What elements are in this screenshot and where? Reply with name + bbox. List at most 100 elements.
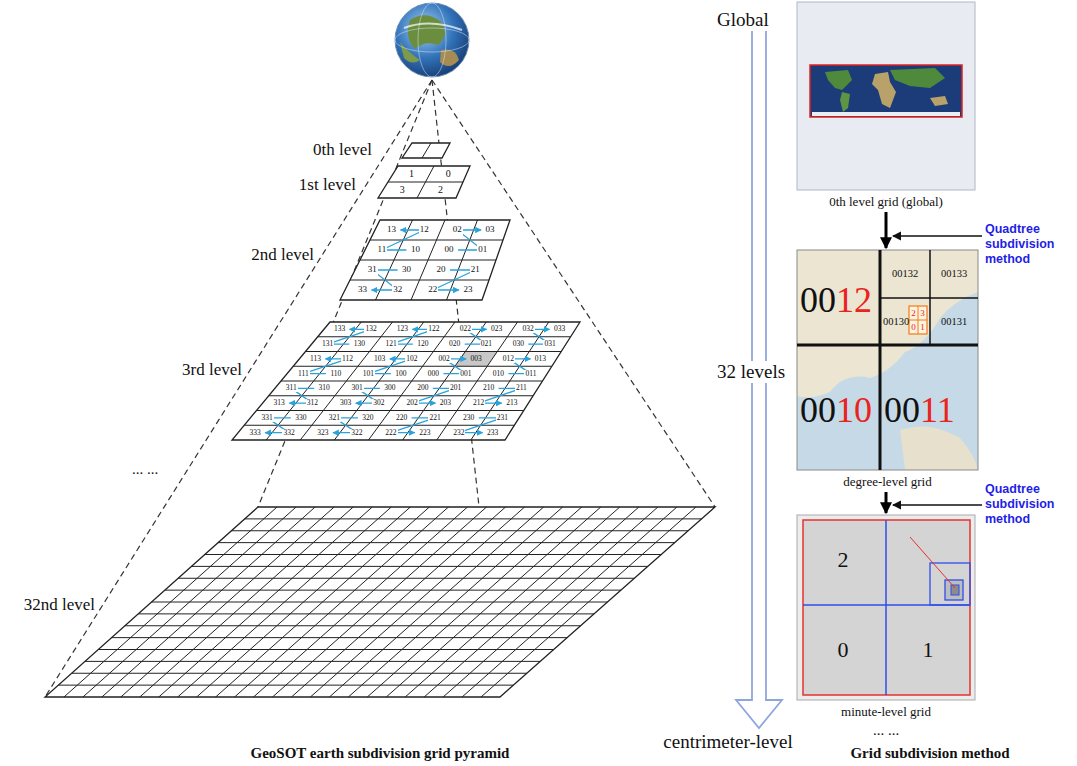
grid-code: 300	[383, 384, 396, 392]
grid-code: 33	[357, 285, 368, 294]
flow-arrow	[885, 492, 888, 513]
grid-code: 100	[394, 370, 407, 378]
grid-code: 20	[435, 265, 446, 274]
grid-code: 013	[534, 355, 547, 363]
globe-cloud	[404, 23, 462, 30]
grid-line	[388, 182, 463, 183]
grid-code: 032	[522, 325, 535, 333]
panel-border	[797, 250, 978, 470]
figure-caption: Grid subdivision method	[850, 745, 1009, 762]
grid-outline	[340, 220, 510, 300]
panel-ground	[797, 515, 975, 700]
grid-code: 333	[248, 429, 261, 437]
grid-line	[112, 637, 568, 638]
grid-code: 0	[911, 323, 916, 332]
land	[900, 426, 978, 470]
grid-code: 012	[502, 355, 515, 363]
grid-code: 010	[492, 370, 505, 378]
grid-code: 332	[282, 429, 295, 437]
grid-code: 133	[333, 325, 346, 333]
grid-line	[125, 625, 581, 626]
grid-code: 00131	[941, 316, 967, 328]
grid-code: 121	[384, 340, 397, 348]
grid-code: 301	[350, 384, 363, 392]
sub-cell	[930, 563, 970, 605]
globe-land	[400, 42, 420, 63]
continent	[840, 92, 850, 112]
globe-grid	[418, 3, 446, 77]
continent	[812, 112, 960, 116]
grid-outline	[378, 166, 470, 198]
grid-code: 021	[480, 340, 493, 348]
scale-label: centrimeter-level	[663, 731, 792, 753]
grid-code: 002	[437, 355, 450, 363]
grid-level	[378, 166, 470, 198]
grid-code: 320	[361, 414, 374, 422]
grid-code: 310	[318, 384, 331, 392]
grid-code: 2	[911, 309, 916, 318]
grid-level	[45, 507, 715, 697]
grid-line	[98, 649, 554, 650]
grid-code: 201	[449, 384, 462, 392]
grid-code: 12	[836, 282, 872, 318]
continent	[872, 72, 896, 108]
degree-map	[797, 250, 978, 470]
grid-code: 32	[392, 285, 403, 294]
grid-frame	[803, 520, 970, 695]
globe-body	[395, 3, 469, 77]
grid-code: 023	[490, 325, 503, 333]
continent	[930, 96, 948, 106]
pointer-line	[910, 537, 955, 588]
grid-code: 020	[448, 340, 461, 348]
grid-code: 10	[410, 245, 421, 254]
grid-line	[245, 518, 702, 519]
grid-code: 231	[496, 414, 509, 422]
grid-code: 10	[836, 392, 872, 428]
grid-level	[232, 322, 580, 440]
grid-code: 00133	[941, 268, 967, 280]
grid-code: 031	[543, 340, 556, 348]
grid-code: 213	[505, 399, 518, 407]
grid-code: 221	[428, 414, 441, 422]
map-panel: 0th level grid (global)	[797, 2, 975, 210]
grid-code: 122	[427, 325, 440, 333]
grid-code: 022	[459, 325, 472, 333]
grid-code: 00132	[892, 268, 918, 280]
grid-levels	[45, 143, 715, 697]
grid-code: 110	[329, 370, 342, 378]
grid-code: 03	[485, 225, 496, 234]
grid-code: 12	[419, 225, 430, 234]
grid-line	[306, 351, 562, 352]
land	[797, 250, 978, 397]
grid-code: 003	[470, 355, 483, 363]
panel-ground	[797, 2, 975, 190]
grid-line	[85, 661, 540, 662]
grid-line	[370, 240, 503, 241]
level-name: 2nd level	[251, 245, 314, 265]
grid-code: 3	[399, 185, 406, 196]
grid-code: 232	[452, 429, 465, 437]
grid-line	[58, 685, 513, 686]
grid-code: 102	[405, 355, 418, 363]
quadrant-code: 0	[838, 637, 849, 662]
grid-level	[340, 220, 510, 300]
pyramid-edges	[45, 80, 715, 697]
grid-code: 30	[401, 265, 412, 274]
grid-line	[350, 280, 489, 281]
grid-level	[402, 143, 450, 158]
level-name: 1st level	[299, 175, 356, 195]
grid-line	[152, 602, 608, 603]
level-name: 3rd level	[182, 360, 242, 380]
leader-arrow	[893, 235, 982, 236]
grid-code: 303	[339, 399, 352, 407]
grid-line	[797, 344, 978, 347]
globe-grid	[395, 28, 469, 52]
world-map	[810, 65, 962, 117]
grid-line	[244, 425, 514, 426]
grid-line	[231, 530, 688, 531]
grid-code: 31	[367, 265, 378, 274]
grid-line	[191, 566, 647, 567]
level-name: 32nd level	[24, 595, 95, 615]
grid-code: 3	[920, 309, 925, 318]
